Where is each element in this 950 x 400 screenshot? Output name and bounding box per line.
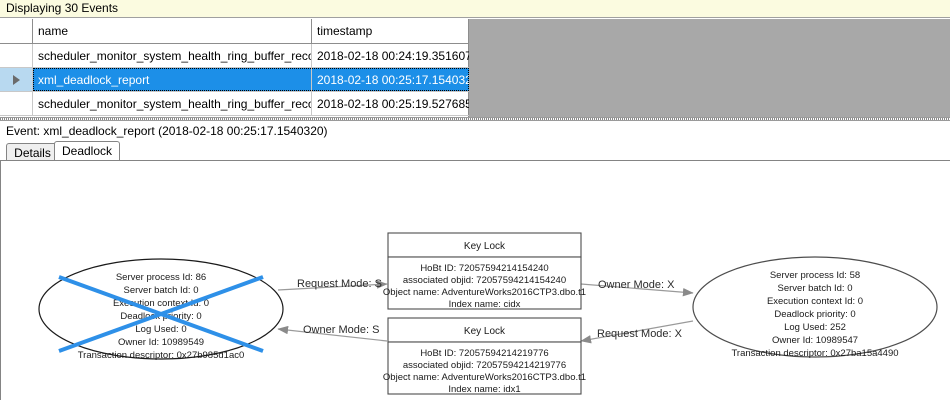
keylock-bottom-title: Key Lock <box>464 326 506 337</box>
edge-top-owner-right: Owner Mode: X <box>580 279 694 297</box>
victim-cross-icon <box>58 275 264 353</box>
owner-line-4: Log Used: 252 <box>784 322 846 333</box>
cell-name[interactable]: xml_deadlock_report <box>33 68 312 91</box>
cell-timestamp[interactable]: 2018-02-18 00:25:19.5276859 <box>317 96 469 111</box>
victim-line-5: Owner Id: 10989549 <box>118 337 204 348</box>
keylock-top-line-3: Index name: cidx <box>449 299 521 310</box>
column-header-name[interactable]: name <box>33 19 312 43</box>
edge-label-bottom-owner-left: Owner Mode: S <box>303 324 379 336</box>
grid-header-row: name timestamp <box>0 19 469 44</box>
keylock-bottom-line-2: Object name: AdventureWorks2016CTP3.dbo.… <box>383 372 586 383</box>
keylock-top-title: Key Lock <box>464 241 506 252</box>
tab-deadlock[interactable]: Deadlock <box>54 141 120 161</box>
owner-line-5: Owner Id: 10989547 <box>772 335 858 346</box>
cell-timestamp[interactable]: 2018-02-18 00:25:17.1540320 <box>317 72 469 87</box>
keylock-top-line-2: Object name: AdventureWorks2016CTP3.dbo.… <box>383 287 586 298</box>
victim-line-2: Execution context Id: 0 <box>113 298 209 309</box>
edge-left-request-top: Request Mode: S <box>277 278 388 291</box>
table-row-selected[interactable]: xml_deadlock_report 2018-02-18 00:25:17.… <box>0 68 469 92</box>
edge-bottom-owner-left: Owner Mode: S <box>277 324 388 342</box>
owner-line-0: Server process Id: 58 <box>770 270 860 281</box>
process-node-victim[interactable]: Server process Id: 86 Server batch Id: 0… <box>38 258 284 361</box>
table-row[interactable]: scheduler_monitor_system_health_ring_buf… <box>0 44 469 68</box>
grid-splitter[interactable] <box>0 117 950 121</box>
events-banner: Displaying 30 Events <box>0 0 950 18</box>
column-header-selector <box>0 19 33 43</box>
event-detail-header: Event: xml_deadlock_report (2018-02-18 0… <box>0 122 950 141</box>
owner-line-6: Transaction descriptor: 0x27ba15a4490 <box>731 348 898 359</box>
keylock-bottom-line-0: HoBt ID: 72057594214219776 <box>420 348 548 359</box>
row-selector-arrow-icon <box>12 74 20 85</box>
cell-name[interactable]: scheduler_monitor_system_health_ring_buf… <box>33 44 312 67</box>
victim-line-6: Transaction descriptor: 0x27b985d1ac0 <box>78 350 245 361</box>
row-selector[interactable] <box>0 68 33 91</box>
victim-line-0: Server process Id: 86 <box>116 272 206 283</box>
row-selector[interactable] <box>0 44 33 67</box>
tab-details[interactable]: Details <box>6 143 59 161</box>
table-row[interactable]: scheduler_monitor_system_health_ring_buf… <box>0 92 469 116</box>
keylock-top-line-1: associated objid: 72057594214154240 <box>403 275 566 286</box>
edge-label-right-request-bottom: Request Mode: X <box>597 328 683 340</box>
resource-node-keylock-bottom[interactable]: Key Lock HoBt ID: 72057594214219776 asso… <box>383 317 586 395</box>
edge-right-request-bottom: Request Mode: X <box>580 320 694 344</box>
row-selector[interactable] <box>0 92 33 115</box>
victim-line-4: Log Used: 0 <box>135 324 186 335</box>
event-title: Event: xml_deadlock_report (2018-02-18 0… <box>6 124 328 138</box>
resource-node-keylock-top[interactable]: Key Lock HoBt ID: 72057594214154240 asso… <box>383 232 586 310</box>
keylock-bottom-line-1: associated objid: 72057594214219776 <box>403 360 566 371</box>
events-count-label: Displaying 30 Events <box>6 1 119 15</box>
owner-line-1: Server batch Id: 0 <box>778 283 853 294</box>
keylock-top-line-0: HoBt ID: 72057594214154240 <box>420 263 548 274</box>
keylock-bottom-line-3: Index name: idx1 <box>448 384 520 395</box>
cell-name[interactable]: scheduler_monitor_system_health_ring_buf… <box>33 92 312 115</box>
victim-line-3: Deadlock priority: 0 <box>120 311 201 322</box>
victim-line-1: Server batch Id: 0 <box>124 285 199 296</box>
owner-line-2: Execution context Id: 0 <box>767 296 863 307</box>
owner-line-3: Deadlock priority: 0 <box>774 309 855 320</box>
events-grid[interactable]: name timestamp scheduler_monitor_system_… <box>0 19 469 117</box>
process-node-owner[interactable]: Server process Id: 58 Server batch Id: 0… <box>692 256 938 359</box>
deadlock-graph-canvas[interactable]: Request Mode: S Owner Mode: X Owner Mode… <box>0 160 950 400</box>
edge-label-top-owner-right: Owner Mode: X <box>598 279 675 291</box>
column-header-timestamp[interactable]: timestamp <box>317 24 373 38</box>
events-grid-area: name timestamp scheduler_monitor_system_… <box>0 19 950 117</box>
tab-strip: Details Deadlock <box>0 141 950 161</box>
edge-label-left-request-top: Request Mode: S <box>297 278 382 290</box>
cell-timestamp[interactable]: 2018-02-18 00:24:19.3516078 <box>317 48 469 63</box>
